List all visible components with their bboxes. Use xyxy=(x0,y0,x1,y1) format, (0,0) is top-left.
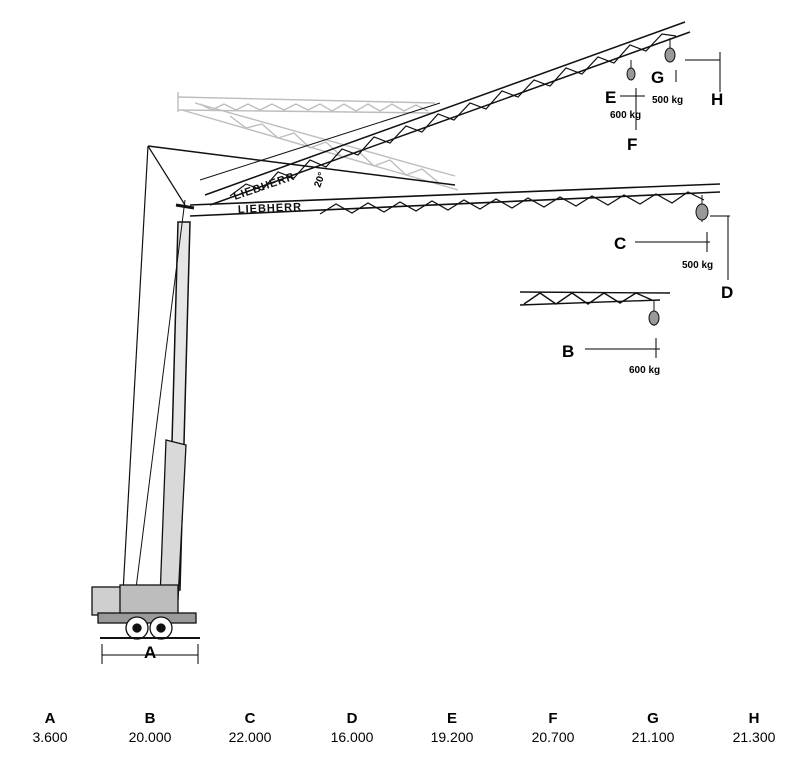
horizontal-jib xyxy=(189,183,721,217)
marker-e: E xyxy=(605,88,616,107)
dimension-key: G xyxy=(647,710,659,727)
dimension-value: 21.300 xyxy=(732,729,776,745)
dimension-value: 20.000 xyxy=(128,729,172,745)
dimension-key: C xyxy=(244,710,256,727)
dimension-value: 22.000 xyxy=(228,729,272,745)
dimension-value: 20.700 xyxy=(531,729,575,745)
angle-label: 20° xyxy=(312,171,328,189)
dimension-key: H xyxy=(748,710,760,727)
marker-h: H xyxy=(711,90,723,109)
marker-f: F xyxy=(627,135,637,154)
dimension-key: B xyxy=(144,710,156,727)
hook-luffing xyxy=(626,38,676,81)
load-c: 500 kg xyxy=(682,260,713,271)
dimension-value: 3.600 xyxy=(32,729,68,745)
dimension-col-h: H 21.300 xyxy=(714,710,794,745)
dimension-lines xyxy=(101,52,730,664)
dimension-col-f: F 20.700 xyxy=(513,710,593,745)
chassis xyxy=(91,439,200,640)
dimension-col-c: C 22.000 xyxy=(210,710,290,745)
marker-d: D xyxy=(721,283,733,302)
dimension-col-b: B 20.000 xyxy=(110,710,190,745)
dimension-col-g: G 21.100 xyxy=(613,710,693,745)
load-g: 500 kg xyxy=(652,95,683,106)
dimension-key: D xyxy=(346,710,358,727)
dimension-table: A 3.600 B 20.000 C 22.000 D 16.000 E 19.200 F 20.70… xyxy=(0,710,804,755)
dimension-col-a: A 3.600 xyxy=(10,710,90,745)
dimension-value: 16.000 xyxy=(330,729,374,745)
dimension-col-e: E 19.200 xyxy=(412,710,492,745)
load-e: 600 kg xyxy=(610,110,641,121)
dimension-key: F xyxy=(548,710,558,727)
ghost-jib xyxy=(177,92,459,191)
dimension-key: A xyxy=(44,710,56,727)
load-b: 600 kg xyxy=(629,365,660,376)
dimension-key: E xyxy=(446,710,457,727)
dimension-value: 19.200 xyxy=(430,729,474,745)
brand-label-lower: LIEBHERR xyxy=(238,201,303,216)
hook-horizontal xyxy=(695,195,709,222)
marker-g: G xyxy=(651,68,664,87)
marker-c: C xyxy=(614,234,626,253)
dimension-value: 21.100 xyxy=(631,729,675,745)
dimension-col-d: D 16.000 xyxy=(312,710,392,745)
marker-b: B xyxy=(562,342,574,361)
hook-short xyxy=(648,300,660,326)
marker-a: A xyxy=(144,643,156,662)
short-jib xyxy=(519,291,671,306)
